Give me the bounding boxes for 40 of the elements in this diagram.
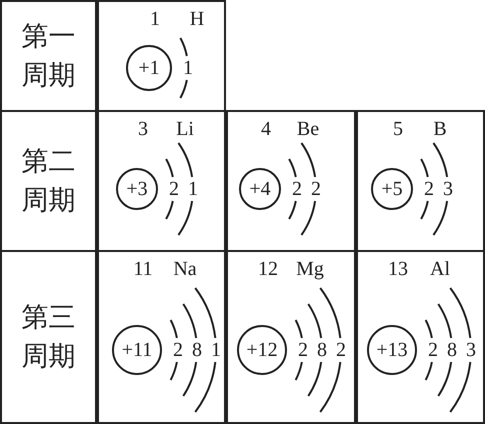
element-symbol: Mg bbox=[296, 258, 324, 281]
period-heading: 第三周期 bbox=[20, 300, 76, 373]
electron-count: 1 bbox=[183, 58, 193, 78]
atomic-number: 13 bbox=[388, 258, 408, 281]
electron-count: 8 bbox=[317, 340, 327, 360]
element-symbol: Al bbox=[430, 258, 450, 281]
electron-count: 1 bbox=[211, 340, 221, 360]
electron-count: 2 bbox=[336, 340, 346, 360]
nucleus-circle: +12 bbox=[237, 325, 287, 375]
atomic-number: 3 bbox=[138, 118, 148, 141]
nucleus-circle: +4 bbox=[239, 168, 281, 210]
element-symbol: Li bbox=[176, 118, 194, 141]
nucleus-circle: +1 bbox=[126, 45, 172, 91]
electron-count: 3 bbox=[466, 340, 476, 360]
electron-count: 8 bbox=[447, 340, 457, 360]
period-heading: 第一周期 bbox=[20, 20, 76, 92]
atomic-number: 1 bbox=[150, 8, 160, 31]
atomic-number: 5 bbox=[393, 118, 403, 141]
element-symbol: B bbox=[433, 118, 447, 141]
electron-count: 2 bbox=[298, 340, 308, 360]
atomic-number: 12 bbox=[258, 258, 278, 281]
electron-count: 8 bbox=[192, 340, 202, 360]
electron-count: 2 bbox=[173, 340, 183, 360]
element-symbol: H bbox=[190, 8, 204, 31]
electron-count: 1 bbox=[188, 179, 198, 199]
nucleus-circle: +3 bbox=[116, 168, 158, 210]
element-symbol: Na bbox=[173, 258, 197, 281]
atomic-number: 4 bbox=[261, 118, 271, 141]
nucleus-circle: +11 bbox=[112, 325, 162, 375]
electron-count: 2 bbox=[428, 340, 438, 360]
electron-count: 2 bbox=[311, 179, 321, 199]
electron-count: 2 bbox=[292, 179, 302, 199]
electron-count: 2 bbox=[424, 179, 434, 199]
electron-count: 2 bbox=[169, 179, 179, 199]
element-symbol: Be bbox=[296, 118, 320, 141]
nucleus-circle: +13 bbox=[367, 325, 417, 375]
nucleus-circle: +5 bbox=[371, 168, 413, 210]
electron-count: 3 bbox=[443, 179, 453, 199]
period-heading: 第二周期 bbox=[20, 144, 76, 217]
atomic-number: 11 bbox=[133, 258, 153, 281]
